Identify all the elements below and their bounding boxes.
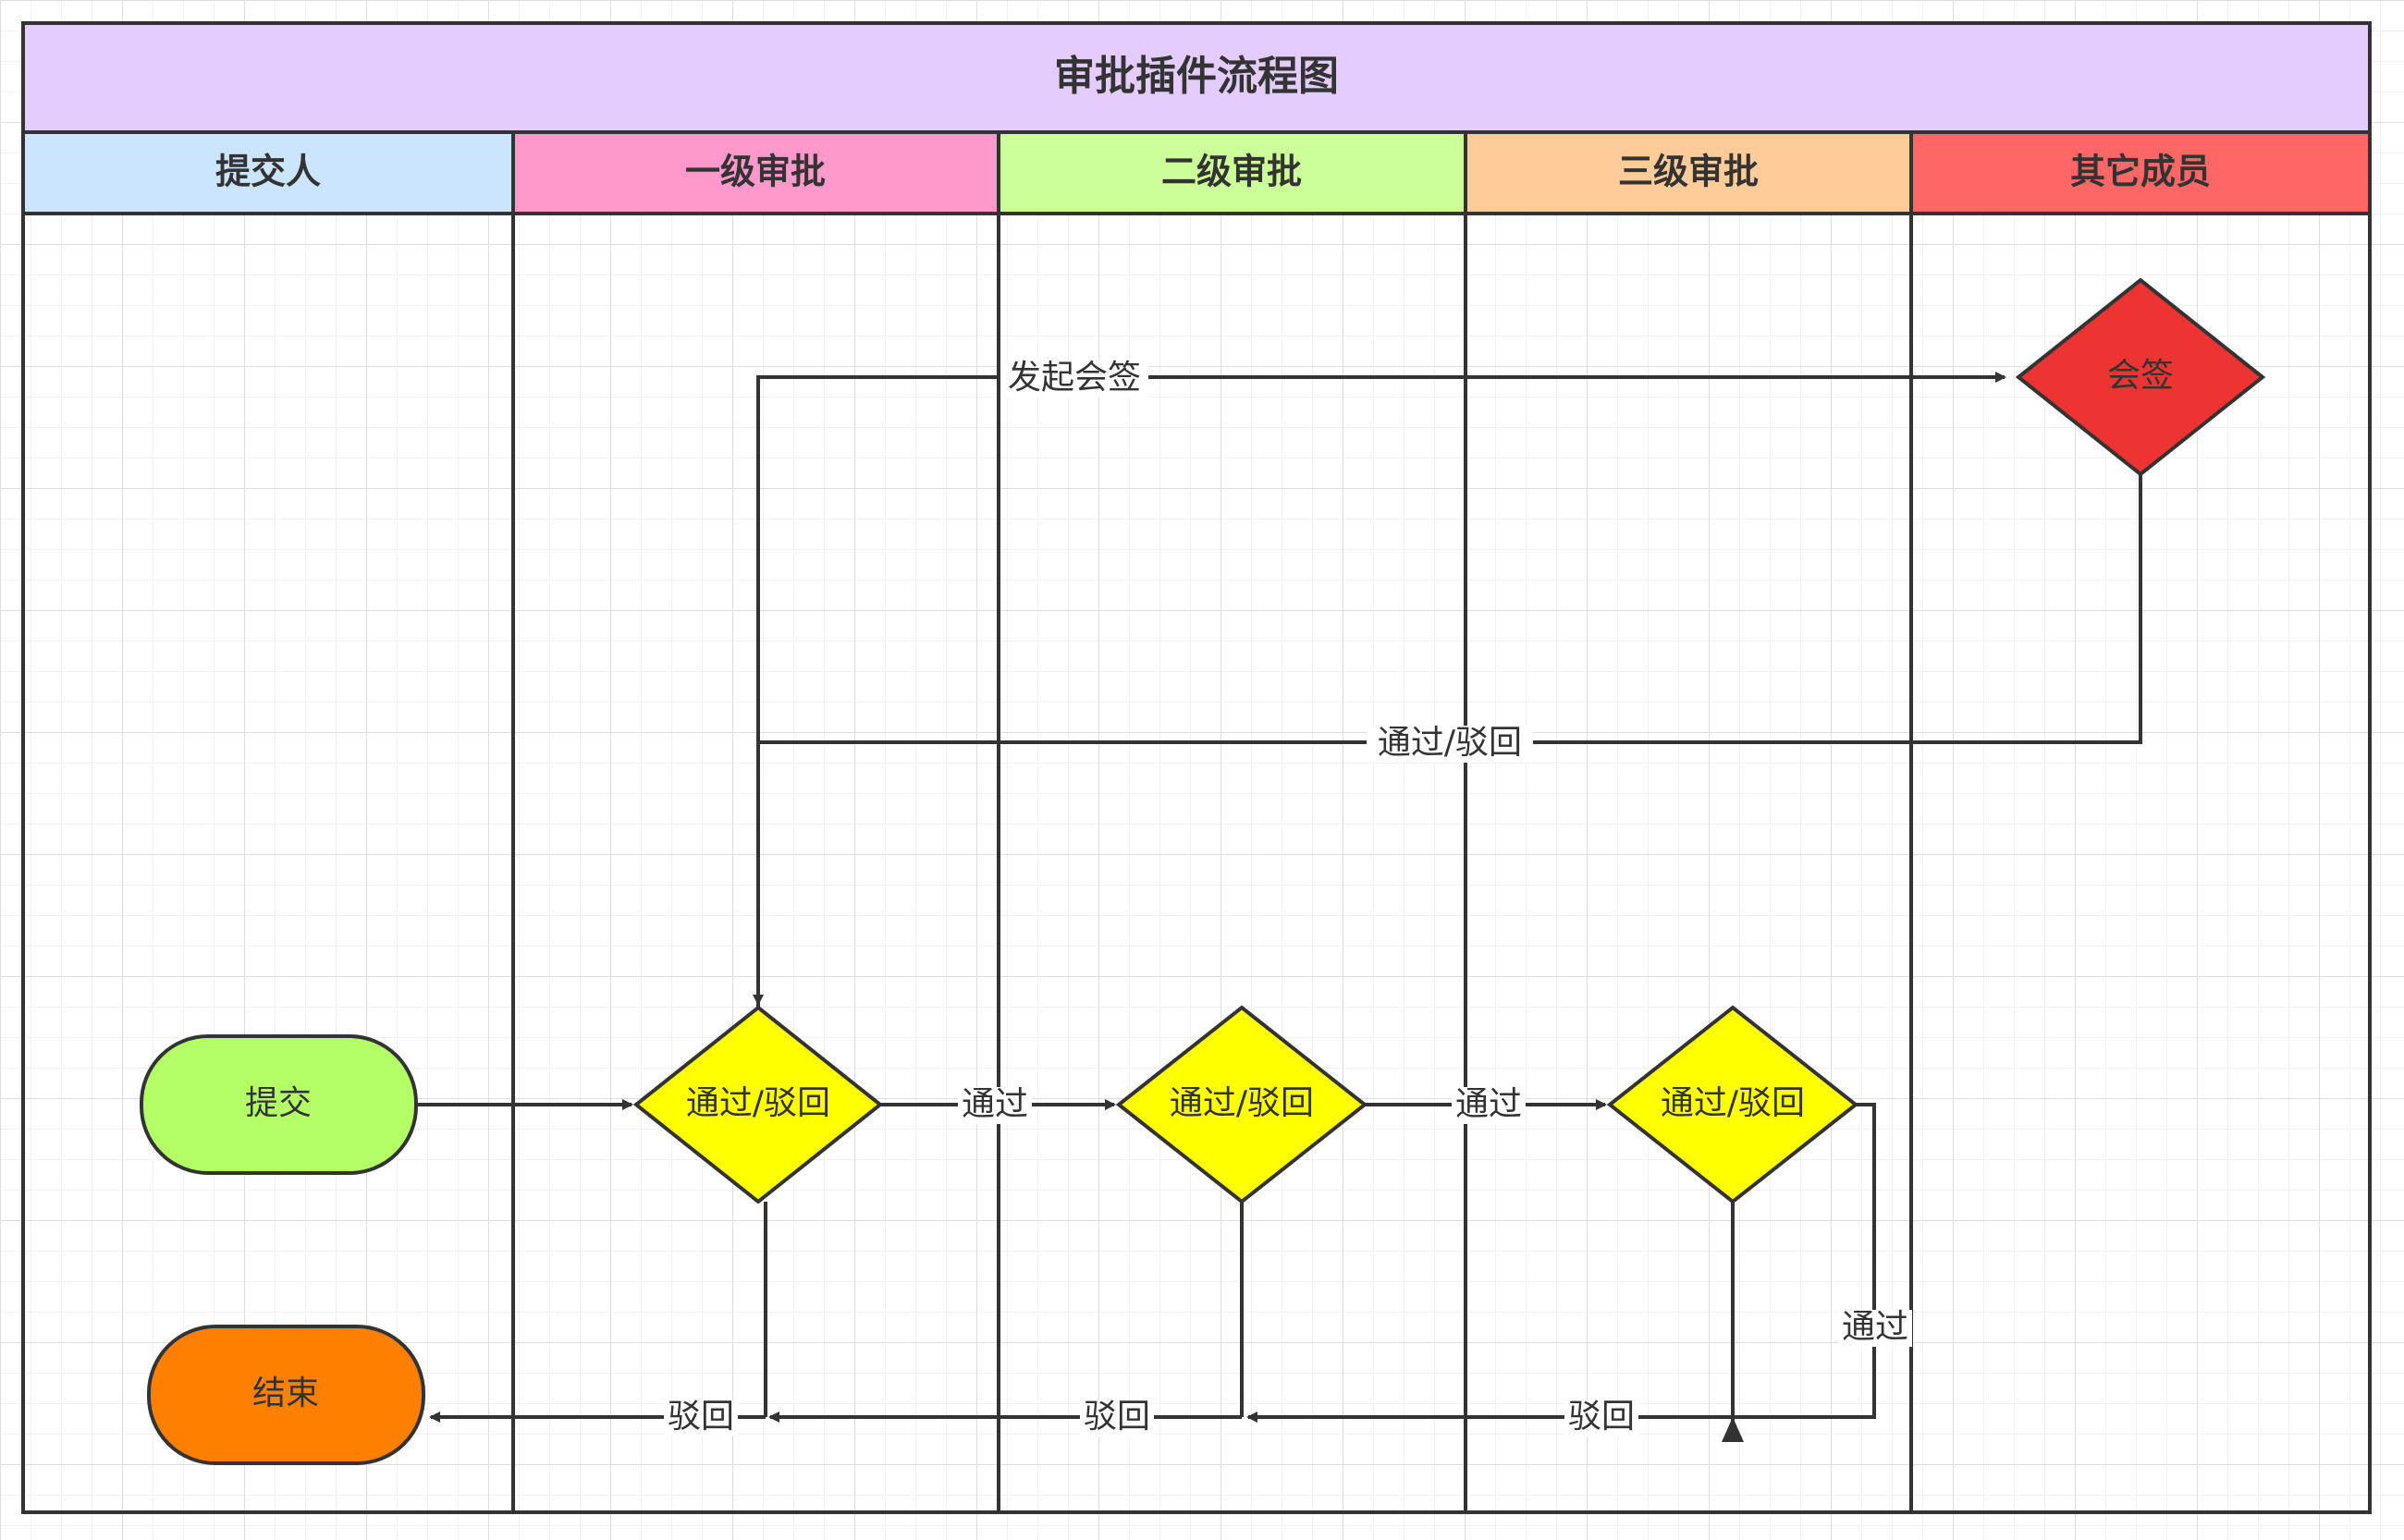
label-reject-3: 驳回 [1568,1398,1635,1436]
lane-label-others: 其它成员 [2070,152,2211,192]
node-end[interactable] [147,1325,425,1465]
node-countersign-label: 会签 [2107,357,2174,395]
node-countersign[interactable] [2015,277,2266,477]
label-countersign-return: 通过/驳回 [1378,724,1522,762]
connectors [416,372,2142,1440]
node-decision2[interactable] [1115,1005,1368,1204]
edge-labels: 发起会签 通过/驳回 通过 通过 通过 驳回 驳回 驳回 [664,359,1912,1436]
lane-label-level2: 二级审批 [1161,152,1302,192]
lane-header-others [1909,130,2372,215]
edge-decision3-pass [1733,1103,1876,1419]
node-submit-label: 提交 [245,1084,312,1122]
lane-headers: 提交人 一级审批 二级审批 三级审批 其它成员 [21,130,2372,215]
arrowhead-up [1722,1417,1744,1442]
diagram-title: 审批插件流程图 [1054,53,1339,100]
nodes: 提交 结束 通过/驳回 通过/驳回 通过/驳回 会签 [140,277,2266,1465]
lane-bodies [21,212,2372,1514]
node-decision1-label: 通过/驳回 [686,1084,830,1122]
label-pass-3: 通过 [1842,1308,1908,1346]
label-reject-1: 驳回 [668,1398,734,1436]
node-submit[interactable] [140,1034,418,1175]
node-decision3[interactable] [1606,1005,1859,1204]
label-initiate-countersign: 发起会签 [1008,359,1141,397]
lane-header-submitter [21,130,515,215]
lane-label-level3: 三级审批 [1618,152,1759,192]
label-pass-2-3: 通过 [1455,1085,1522,1123]
title-bar [21,21,2372,134]
lane-label-submitter: 提交人 [215,152,321,192]
node-decision1[interactable] [632,1005,884,1204]
lane-label-level1: 一级审批 [685,152,826,192]
node-end-label: 结束 [252,1375,319,1412]
lane-body-others [1909,212,2372,1514]
node-decision2-label: 通过/驳回 [1170,1084,1314,1122]
label-pass-1-2: 通过 [962,1085,1028,1123]
node-decision3-label: 通过/驳回 [1661,1084,1805,1122]
label-reject-2: 驳回 [1084,1398,1150,1436]
